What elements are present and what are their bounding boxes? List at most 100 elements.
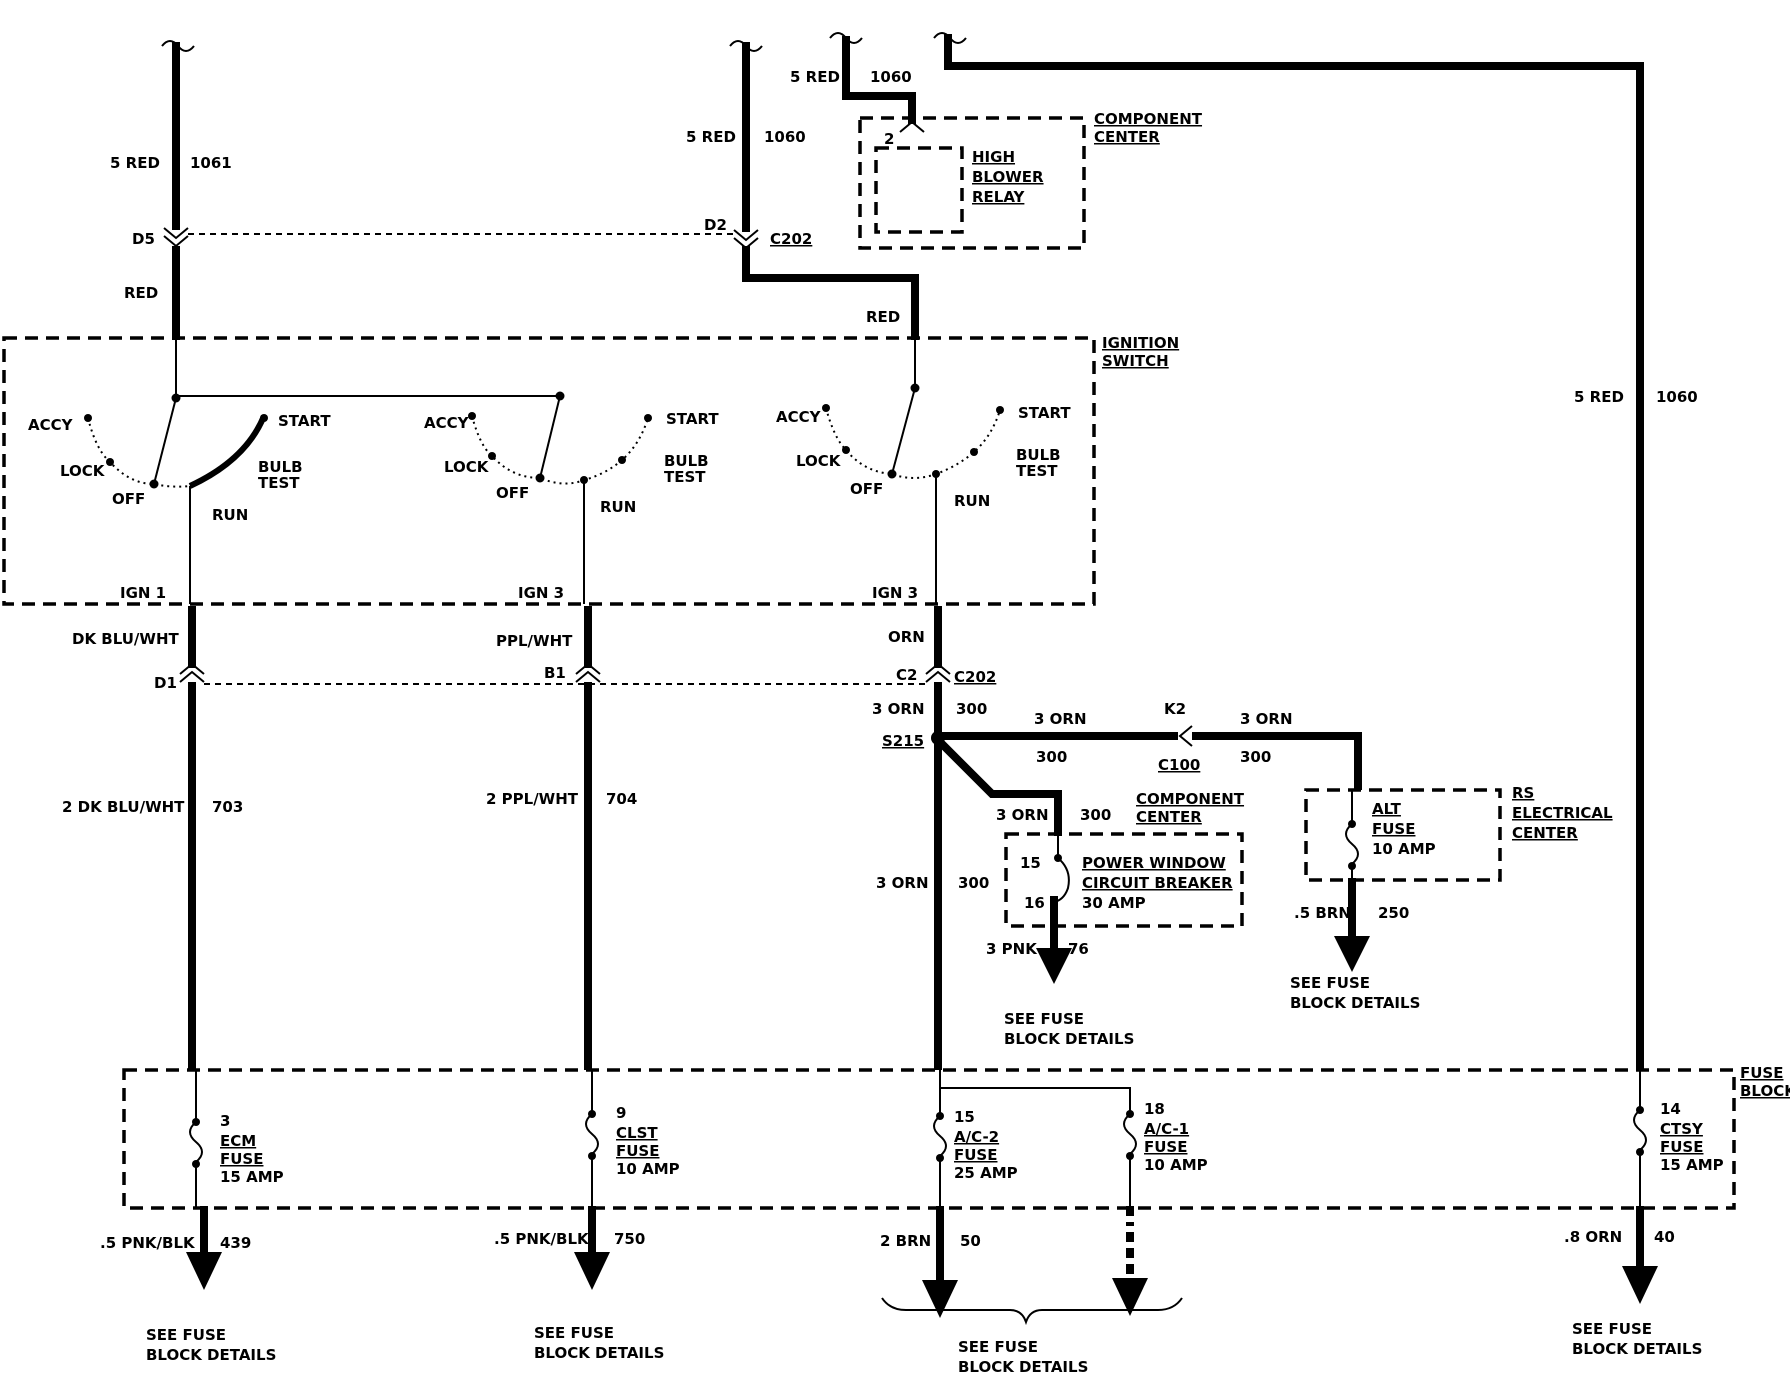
fuse-block-box — [122, 1068, 1736, 1210]
s215-down-color: 3 ORN — [876, 874, 929, 892]
ecm-fuse-word: FUSE — [220, 1150, 263, 1168]
rs-electrical-center-line2: ELECTRICAL — [1512, 804, 1613, 822]
sw1-start: START — [278, 412, 331, 430]
clst-feed-color: 2 PPL/WHT — [486, 790, 579, 808]
cb-feed-color: 3 ORN — [996, 806, 1049, 824]
sw1-run: RUN — [212, 506, 248, 524]
alt-fuse-line3: 10 AMP — [1372, 840, 1436, 858]
ac1-fuse-name: A/C-1 — [1144, 1120, 1189, 1138]
clst-fuse-word: FUSE — [616, 1142, 659, 1160]
sw2-run: RUN — [600, 498, 636, 516]
ac-ref-line2: BLOCK DETAILS — [958, 1358, 1088, 1376]
clst-feed-circuit: 704 — [606, 790, 637, 808]
mid-red-label: RED — [866, 308, 900, 326]
fuse-block-line2: BLOCK — [1740, 1082, 1790, 1100]
alt-out-circuit: 250 — [1378, 904, 1409, 922]
clst-fuse-symbol — [585, 1070, 599, 1208]
ctsy-fuse-symbol — [1633, 1070, 1647, 1208]
power-window-cb-line2: CIRCUIT BREAKER — [1082, 874, 1233, 892]
ecm-fuse-name: ECM — [220, 1132, 256, 1150]
left-top-wire-color: 5 RED — [110, 154, 160, 172]
rs-electrical-center-box — [1304, 788, 1502, 882]
alt-out-color: .5 BRN — [1294, 904, 1351, 922]
ctsy-ref-line1: SEE FUSE — [1572, 1320, 1652, 1338]
sw3-lock: LOCK — [796, 452, 842, 470]
component-center-mid-line1: COMPONENT — [1136, 790, 1245, 808]
relay-pin-2: 2 — [884, 130, 894, 148]
s215-right-a-color: 3 ORN — [1034, 710, 1087, 728]
power-window-cb-line1: POWER WINDOW — [1082, 854, 1226, 872]
component-center-top-line1: COMPONENT — [1094, 110, 1203, 128]
sw3-output: IGN 3 — [872, 584, 918, 602]
sw2-lock: LOCK — [444, 458, 490, 476]
connector-c100: C100 — [1158, 756, 1200, 774]
wire-arrows — [186, 936, 1658, 1318]
sw2-bulb: BULB — [664, 452, 709, 470]
sw3-off: OFF — [850, 480, 883, 498]
sw1-off: OFF — [112, 490, 145, 508]
arrow-ac2 — [922, 1280, 958, 1318]
alt-ref-line2: BLOCK DETAILS — [1290, 994, 1420, 1012]
alt-ref-line1: SEE FUSE — [1290, 974, 1370, 992]
component-center-top-line2: CENTER — [1094, 128, 1160, 146]
sw3-bulb: BULB — [1016, 446, 1061, 464]
clst-fuse-rating: 10 AMP — [616, 1160, 680, 1178]
sw2-accy: ACCY — [424, 414, 470, 432]
left-red-label: RED — [124, 284, 158, 302]
clst-fuse-name: CLST — [616, 1124, 658, 1142]
sw1-bulb: BULB — [258, 458, 303, 476]
ac2-fuse-number: 15 — [954, 1108, 975, 1126]
sw2-start: START — [666, 410, 719, 428]
right-feed-wire-circuit: 1060 — [1656, 388, 1698, 406]
ignition-switch-line1: IGNITION — [1102, 334, 1179, 352]
ecm-fuse-symbol — [189, 1070, 203, 1208]
sw3-accy: ACCY — [776, 408, 822, 426]
ign3b-out-label: ORN — [888, 628, 925, 646]
connector-d5: D5 — [132, 230, 155, 248]
ctsy-fuse-number: 14 — [1660, 1100, 1681, 1118]
sw1-test: TEST — [258, 474, 300, 492]
fuse-labels: 3 ECM FUSE 15 AMP 9 CLST FUSE 10 AMP 15 … — [220, 1100, 1724, 1186]
circuit-breaker-symbol — [1050, 836, 1070, 906]
arrow-clst — [574, 1252, 610, 1290]
ctsy-fuse-rating: 15 AMP — [1660, 1156, 1724, 1174]
sw1-output: IGN 1 — [120, 584, 166, 602]
connector-c2: C2 — [896, 666, 917, 684]
ac2-out-color: 2 BRN — [880, 1232, 931, 1250]
cb-out-circuit: 76 — [1068, 940, 1089, 958]
connector-c202-bottom: C202 — [954, 668, 996, 686]
s215-splice — [931, 731, 945, 745]
s215-down-circuit: 300 — [958, 874, 989, 892]
component-labels: COMPONENT CENTER 2 HIGH BLOWER RELAY IGN… — [884, 110, 1790, 1100]
mid-top-wire-circuit: 1060 — [764, 128, 806, 146]
arrow-cb — [1036, 948, 1072, 984]
ecm-fuse-rating: 15 AMP — [220, 1168, 284, 1186]
ctsy-fuse-word: FUSE — [1660, 1138, 1703, 1156]
connector-b1: B1 — [544, 664, 566, 682]
reference-labels: SEE FUSE BLOCK DETAILS SEE FUSE BLOCK DE… — [146, 974, 1702, 1376]
ignition-switch-box — [2, 336, 1096, 606]
cb-out-color: 3 PNK — [986, 940, 1038, 958]
ctsy-fuse-name: CTSY — [1660, 1120, 1704, 1138]
s215-right-b-color: 3 ORN — [1240, 710, 1293, 728]
connector-d1: D1 — [154, 674, 177, 692]
rs-electrical-center-line1: RS — [1512, 784, 1534, 802]
clst-out-circuit: 750 — [614, 1230, 645, 1248]
mid-top-wire-color: 5 RED — [686, 128, 736, 146]
ac1-fuse-word: FUSE — [1144, 1138, 1187, 1156]
thick-wires — [172, 34, 1644, 1282]
high-blower-relay-line3: RELAY — [972, 188, 1026, 206]
power-window-cb-box — [1004, 832, 1244, 928]
high-blower-relay-box — [874, 146, 964, 234]
connector-c202-top: C202 — [770, 230, 812, 248]
sw3-test: TEST — [1016, 462, 1058, 480]
ignition-switch-internals — [84, 340, 1004, 604]
sw1-lock: LOCK — [60, 462, 106, 480]
ac2-fuse-word: FUSE — [954, 1146, 997, 1164]
connector-k2: K2 — [1164, 700, 1186, 718]
sw2-output: IGN 3 — [518, 584, 564, 602]
ac2-fuse-name: A/C-2 — [954, 1128, 999, 1146]
ac-ref-line1: SEE FUSE — [958, 1338, 1038, 1356]
left-top-wire-circuit: 1061 — [190, 154, 232, 172]
